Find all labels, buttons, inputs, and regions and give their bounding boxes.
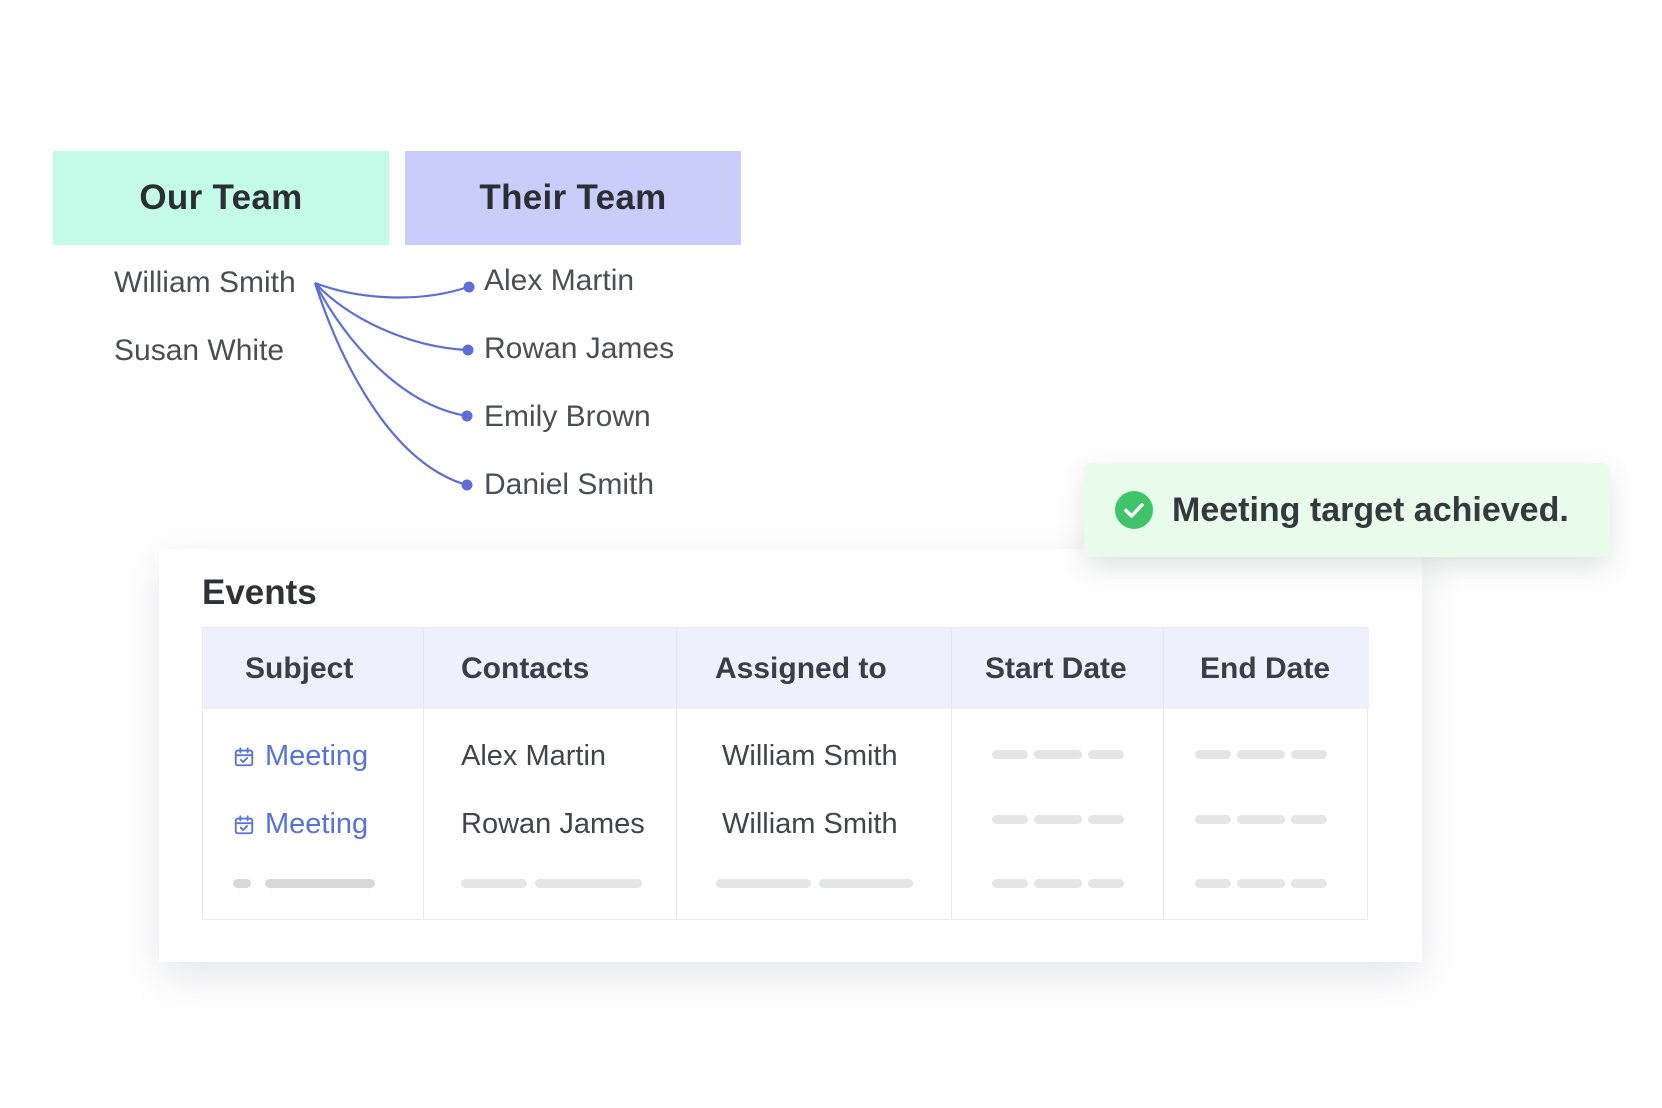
link-dot-emily-brown [461, 410, 473, 422]
column-header-end-date[interactable]: End Date [1164, 628, 1369, 709]
placeholder-bar [992, 879, 1028, 888]
column-header-start-date[interactable]: Start Date [952, 628, 1163, 709]
table-row-2-assigned[interactable]: William Smith [722, 808, 898, 840]
column-assigned-to: Assigned to William Smith William Smith [677, 628, 952, 919]
table-row-2-contact[interactable]: Rowan James [461, 808, 645, 840]
placeholder-bar [1195, 879, 1231, 888]
meeting-link[interactable]: Meeting [265, 808, 369, 840]
placeholder-bar [1195, 815, 1231, 824]
placeholder-bar [461, 879, 527, 888]
toast-message: Meeting target achieved. [1172, 490, 1569, 529]
placeholder-bar [1237, 750, 1285, 759]
placeholder-bar [1088, 879, 1124, 888]
placeholder-bar [1088, 750, 1124, 759]
their-member-emily-brown[interactable]: Emily Brown [484, 400, 651, 433]
column-subject: Subject Meeting M [203, 628, 424, 919]
events-table: Subject Meeting M [202, 627, 1369, 920]
link-line-rowan-james [314, 282, 468, 352]
check-circle-icon [1115, 491, 1153, 529]
placeholder-bar [265, 879, 375, 888]
column-contacts: Contacts Alex Martin Rowan James [424, 628, 677, 919]
their-member-alex-martin[interactable]: Alex Martin [484, 264, 635, 297]
table-row-2-subject[interactable]: Meeting [233, 808, 368, 841]
placeholder-bar [1088, 815, 1124, 824]
calendar-check-icon [234, 746, 254, 766]
placeholder-bar [1237, 815, 1285, 824]
placeholder-bar [1034, 750, 1082, 759]
placeholder-bar [1291, 815, 1327, 824]
column-header-subject[interactable]: Subject [203, 628, 423, 709]
our-team-header: Our Team [53, 151, 389, 245]
column-start-date: Start Date [952, 628, 1164, 919]
link-line-daniel-smith [313, 282, 468, 487]
placeholder-bar [992, 815, 1028, 824]
meeting-link[interactable]: Meeting [265, 740, 369, 772]
our-member-william-smith[interactable]: William Smith [114, 266, 296, 299]
table-row-1-assigned[interactable]: William Smith [722, 740, 898, 772]
success-toast[interactable]: Meeting target achieved. [1084, 463, 1610, 557]
column-header-contacts[interactable]: Contacts [424, 628, 676, 709]
their-member-rowan-james[interactable]: Rowan James [484, 332, 675, 365]
placeholder-bar [1195, 750, 1231, 759]
placeholder-bar [1291, 750, 1327, 759]
placeholder-bar [992, 750, 1028, 759]
link-line-alex-martin [314, 281, 469, 299]
events-card: Events Subject Meeting [159, 549, 1422, 962]
table-row-1-subject[interactable]: Meeting [233, 740, 368, 773]
column-header-assigned-to[interactable]: Assigned to [677, 628, 951, 709]
placeholder-bar [233, 879, 251, 888]
placeholder-bar [535, 879, 642, 888]
link-dot-rowan-james [462, 344, 474, 356]
link-dot-alex-martin [463, 281, 475, 293]
placeholder-bar [1034, 879, 1082, 888]
link-line-emily-brown [314, 282, 468, 418]
placeholder-bar [1291, 879, 1327, 888]
events-title: Events [202, 573, 317, 612]
placeholder-bar [1034, 815, 1082, 824]
placeholder-bar [819, 879, 913, 888]
their-team-header: Their Team [405, 151, 741, 245]
table-row-1-contact[interactable]: Alex Martin [461, 740, 607, 772]
calendar-check-icon [234, 814, 254, 834]
column-end-date: End Date [1164, 628, 1369, 919]
our-member-susan-white[interactable]: Susan White [114, 334, 285, 367]
placeholder-bar [1237, 879, 1285, 888]
placeholder-bar [716, 879, 811, 888]
link-dot-daniel-smith [461, 479, 473, 491]
their-member-daniel-smith[interactable]: Daniel Smith [484, 468, 655, 501]
